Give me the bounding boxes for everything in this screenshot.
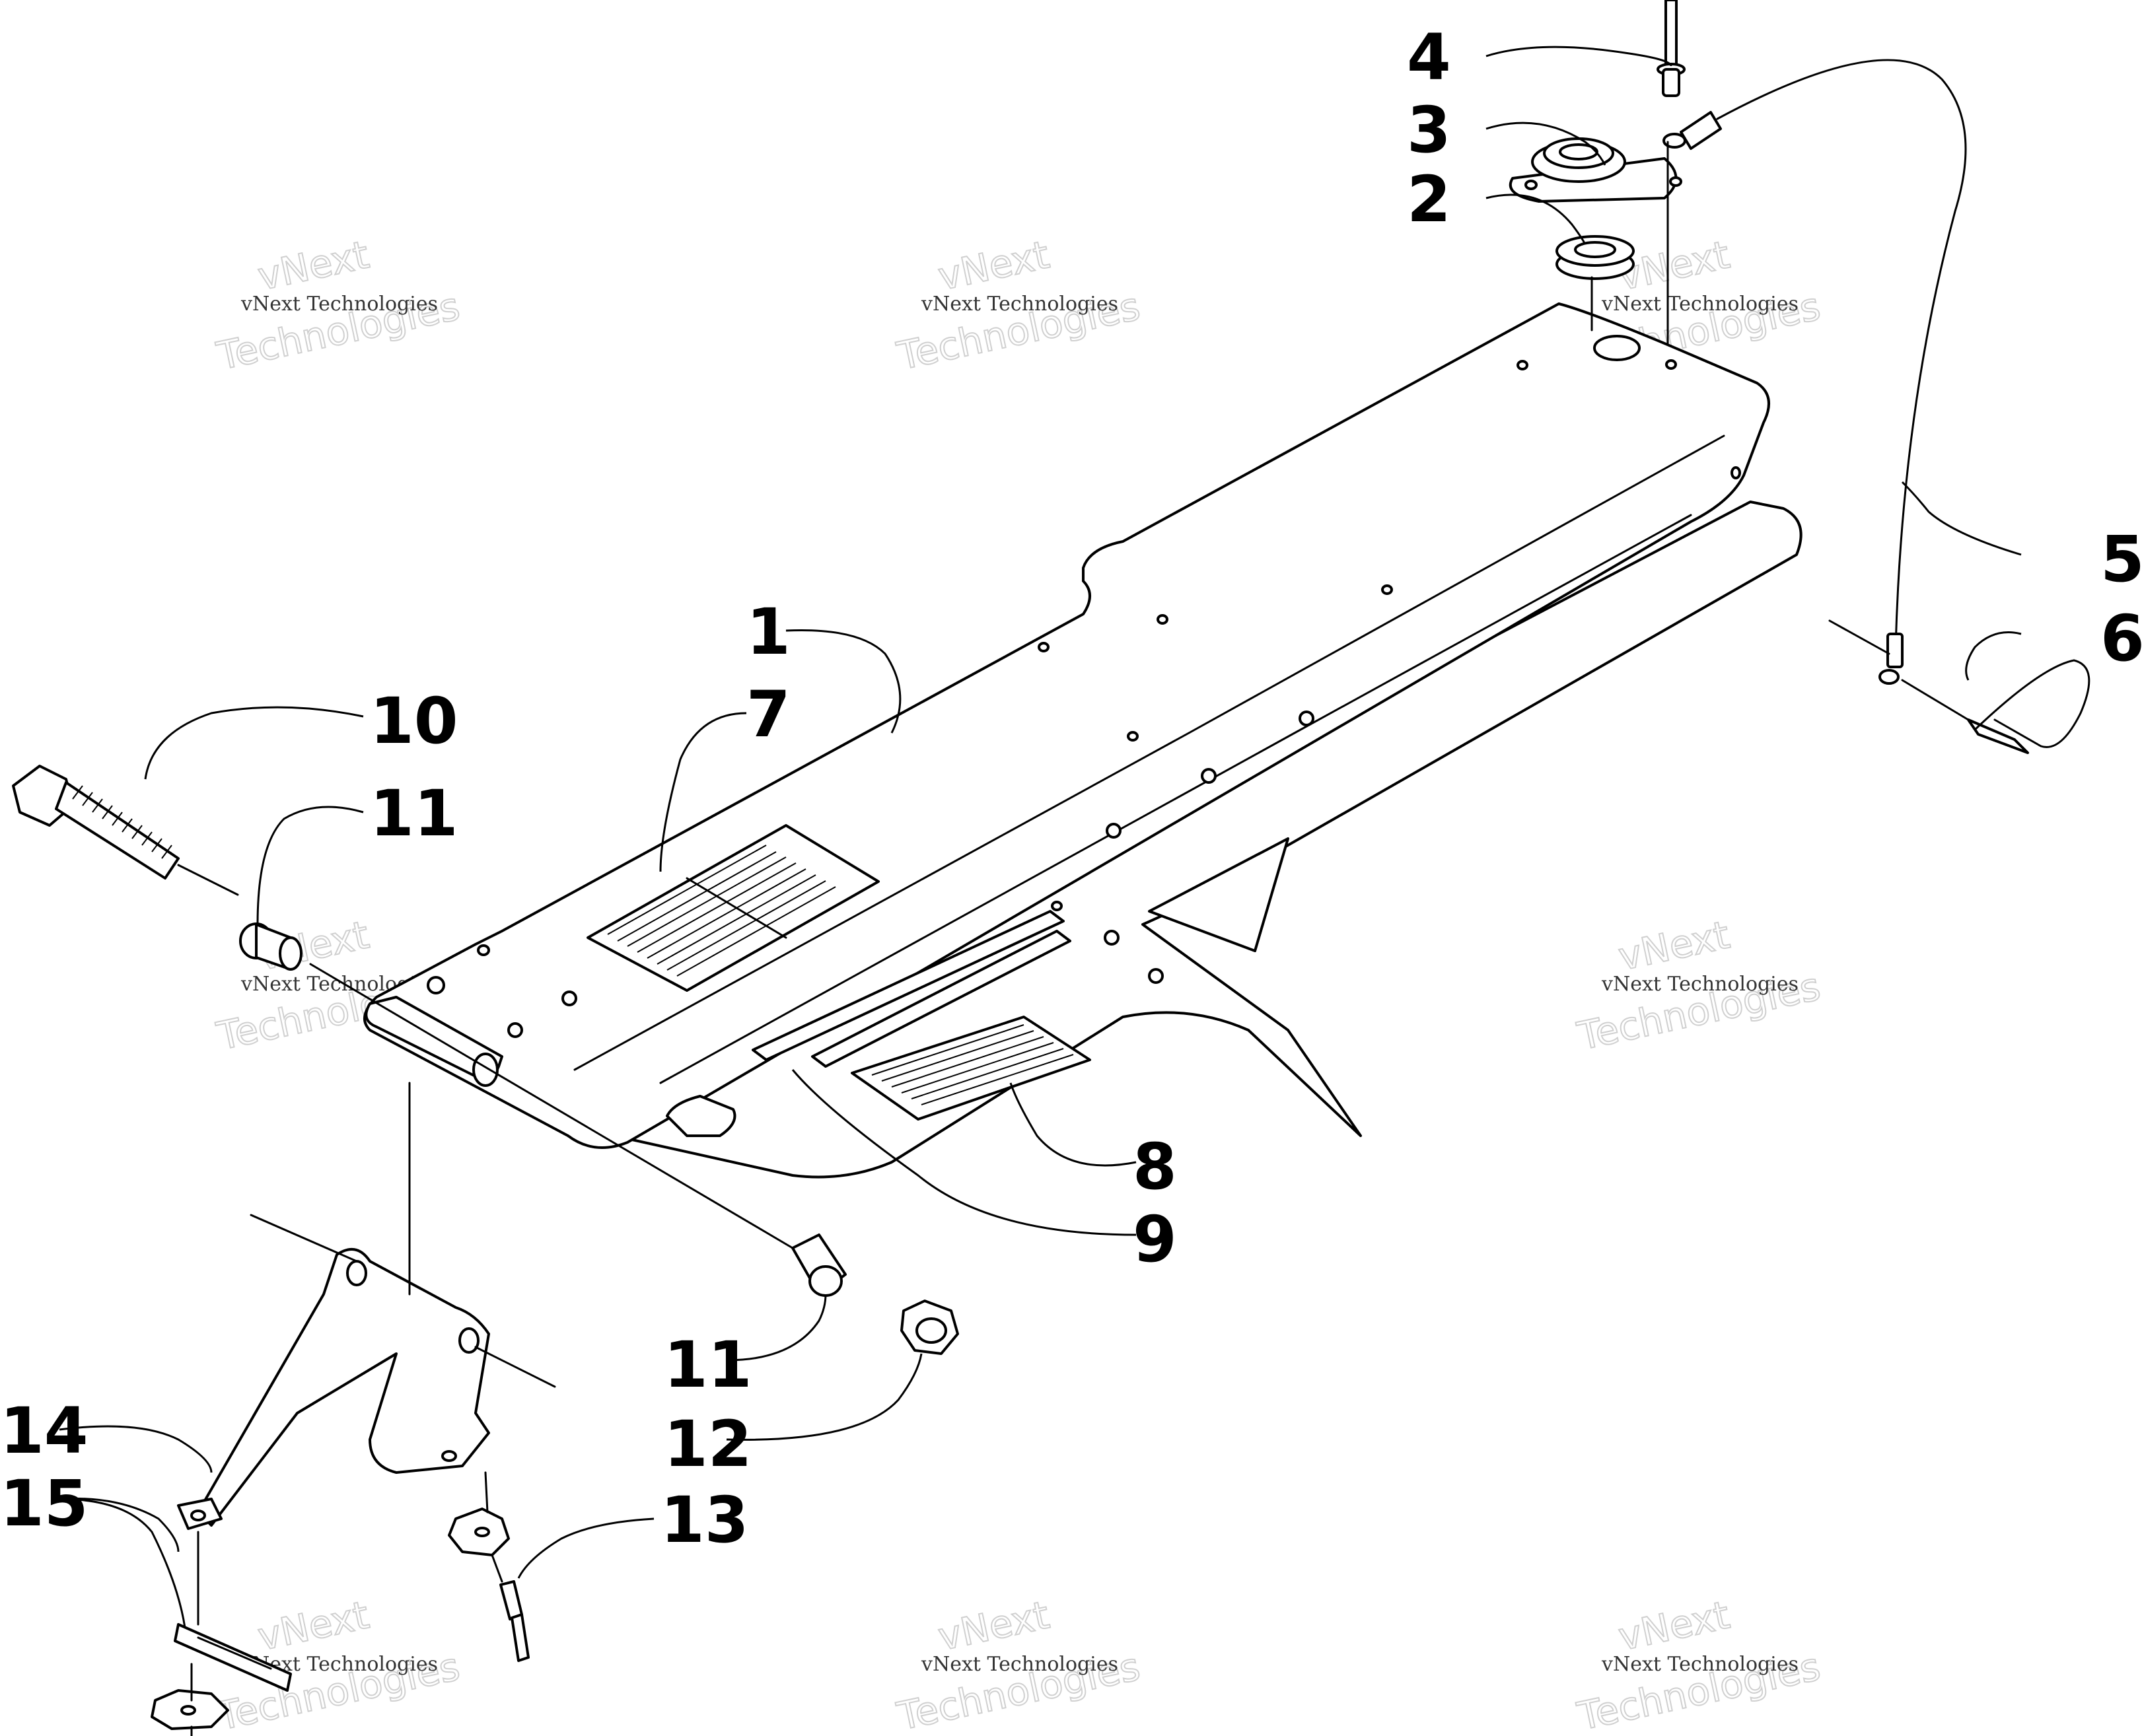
hinge-tube-end — [472, 1053, 499, 1087]
callout-10: 10 — [370, 684, 458, 758]
plate-crease — [573, 434, 1725, 1071]
hitch-pin-clip — [1967, 659, 2090, 754]
slotted-strip — [151, 1623, 292, 1730]
watermark-brand: vNext — [935, 232, 1053, 299]
callouts: 4 3 2 5 6 1 7 8 9 10 11 11 12 13 14 15 — [0, 20, 2142, 1557]
watermark-text: vNext Technologies — [240, 293, 438, 316]
callout-8: 8 — [1133, 1130, 1177, 1204]
callout-14: 14 — [0, 1394, 89, 1468]
plate-crease-lower — [659, 514, 1692, 1084]
pop-rivet — [448, 1508, 530, 1662]
callout-3: 3 — [1407, 93, 1451, 167]
rivet-pin — [1657, 0, 1686, 149]
watermark-brand: vNext — [254, 232, 373, 299]
callout-6: 6 — [2100, 602, 2142, 676]
watermark-brand: vNext — [935, 1592, 1053, 1659]
main-plate — [363, 302, 1803, 1179]
callout-5: 5 — [2100, 522, 2142, 596]
flange-nut — [900, 1300, 959, 1355]
callout-4: 4 — [1407, 20, 1451, 94]
decal-8 — [851, 1016, 1091, 1121]
watermark-text: vNext Technologies — [1601, 1653, 1799, 1676]
bushing-lower — [791, 1233, 847, 1297]
watermark-brand: vNext — [1615, 912, 1734, 979]
watermark-brand: vNext — [1615, 1592, 1734, 1659]
callout-9: 9 — [1133, 1202, 1177, 1276]
plate-side-flange — [580, 501, 1803, 1179]
decal-7 — [587, 824, 880, 992]
callout-7: 7 — [746, 677, 791, 751]
plate-fin — [1148, 837, 1289, 952]
callout-1: 1 — [746, 595, 791, 669]
hinge-bracket — [177, 1248, 490, 1530]
decal-9 — [666, 910, 1071, 1137]
leader-lines — [59, 46, 2022, 1628]
grommet — [1555, 235, 1635, 280]
tether-cable — [1680, 59, 1967, 685]
callout-11-lower: 11 — [664, 1328, 752, 1402]
latch-bracket — [1509, 137, 1682, 203]
watermark-text: vNext Technologies — [921, 1653, 1118, 1676]
callout-15: 15 — [0, 1467, 89, 1541]
assembly-lines — [177, 141, 1970, 1736]
callout-2: 2 — [1407, 162, 1451, 236]
callout-13: 13 — [660, 1483, 749, 1557]
plate-holes — [427, 335, 1741, 1038]
watermark-text: vNext Technologies — [921, 293, 1118, 316]
watermark-text: vNext Technologies — [1601, 293, 1799, 316]
long-bolt — [12, 765, 180, 880]
bushing-upper — [239, 922, 303, 971]
watermark-brand: vNext — [254, 1592, 373, 1659]
callout-11-upper: 11 — [370, 777, 458, 851]
callout-12: 12 — [664, 1407, 752, 1481]
watermark-text: vNext Technologies — [1601, 973, 1799, 996]
